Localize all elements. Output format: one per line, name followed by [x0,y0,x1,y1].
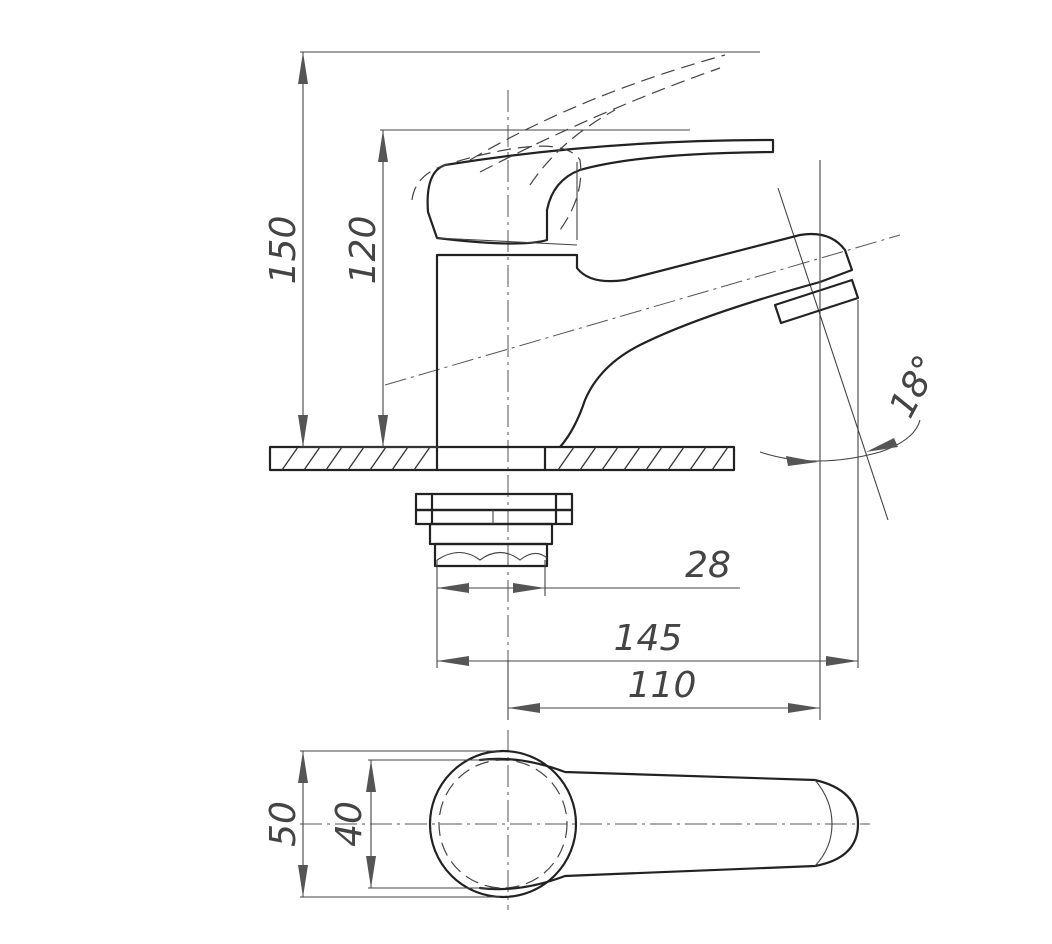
angle-arc [759,419,921,462]
aerator [773,278,860,325]
side-view [268,54,921,720]
spout-end-axis [777,187,889,521]
handle-open-position [411,54,726,231]
top-view [298,730,870,910]
spout-axis-centerline [384,234,901,386]
body-outer-circle [428,749,578,899]
dim-body-inner: 40 [329,801,370,847]
dimension-lines [298,51,898,720]
dim-spout-reach: 110 [628,665,697,706]
handle-base-line [436,237,578,246]
dim-handle-height: 120 [343,216,384,285]
dim-total-depth: 145 [614,618,683,659]
handle-tip-edge [814,779,833,867]
dim-body-outer: 50 [263,801,304,847]
counter-plate [268,445,736,472]
dim-spout-angle: 18° [882,349,948,425]
dim-total-height: 150 [263,216,304,285]
faucet-body [435,232,854,449]
dim-connector: 28 [685,545,731,586]
threaded-connector [414,492,574,568]
handle-top-view [478,757,860,891]
